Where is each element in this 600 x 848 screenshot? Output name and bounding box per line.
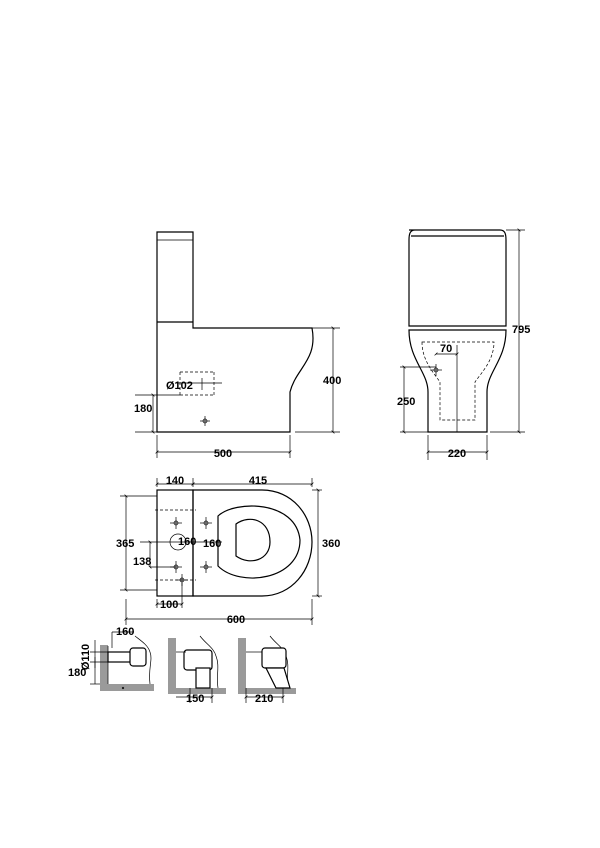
- plan-fixing-right-label: 160: [203, 538, 221, 550]
- detail-wall-outlet: 160 Ø110 180: [68, 626, 154, 691]
- front-base-width-label: 220: [448, 448, 466, 460]
- pan-outlet-label: Ø102: [166, 380, 193, 392]
- detail-floor-outlet-150: 150: [168, 635, 226, 705]
- front-bowl-outline: [408, 329, 507, 433]
- front-inlet-offset-label: 70: [440, 343, 452, 355]
- side-view: 500 400 180 Ø102: [134, 231, 341, 460]
- plan-rear-offset-label: 100: [160, 599, 178, 611]
- plan-bowl-outline: [192, 489, 313, 597]
- front-total-height-label: 795: [512, 324, 530, 336]
- plan-view: 140 415 365 138 160 160 360 100 600: [116, 475, 340, 626]
- front-cistern-outline: [408, 229, 507, 327]
- front-view: 70 795 250 220: [397, 228, 530, 460]
- plan-bowl-length-label: 415: [249, 475, 267, 487]
- detail-floor-outlet-210: 210: [238, 635, 296, 705]
- plan-fixing-left-label: 160: [178, 536, 196, 548]
- front-outlet-height-label: 250: [397, 396, 415, 408]
- plan-fixing-height-label: 138: [133, 556, 151, 568]
- plan-total-length-label: 600: [227, 614, 245, 626]
- plan-bowl-width-label: 360: [322, 538, 340, 550]
- floor-outlet-b-label: 210: [255, 693, 273, 705]
- side-width-label: 500: [214, 448, 232, 460]
- side-view-outline: [156, 231, 314, 433]
- floor-outlet-a-label: 150: [186, 693, 204, 705]
- pipe-height-label: 180: [68, 667, 86, 679]
- connection-details: 160 Ø110 180 150: [68, 626, 296, 705]
- plan-cistern-depth-label: 140: [166, 475, 184, 487]
- side-height-label: 400: [323, 375, 341, 387]
- plan-total-width-label: 365: [116, 538, 134, 550]
- side-outlet-height-label: 180: [134, 403, 152, 415]
- pipe-diameter-label: Ø110: [80, 644, 92, 670]
- pipe-projection-label: 160: [116, 626, 134, 638]
